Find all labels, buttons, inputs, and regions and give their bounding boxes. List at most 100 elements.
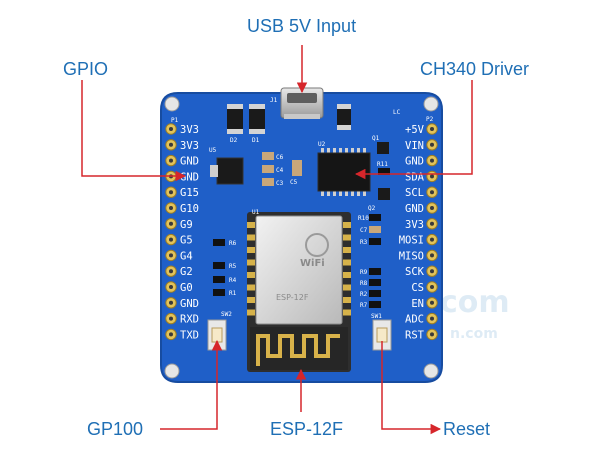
chip-pin bbox=[339, 190, 342, 196]
chip-pin bbox=[327, 148, 330, 154]
module-pad bbox=[343, 259, 351, 266]
module-pad bbox=[247, 234, 255, 241]
header-pad-hole bbox=[169, 237, 173, 242]
mark-p1: P1 bbox=[171, 117, 179, 124]
right-pin-label: MISO bbox=[399, 250, 424, 262]
header-pad-hole bbox=[169, 190, 173, 195]
mark-q1: Q1 bbox=[372, 135, 380, 142]
mark-j1: J1 bbox=[270, 97, 278, 104]
module-model: ESP-12F bbox=[276, 293, 309, 302]
left-pin-label: TXD bbox=[180, 329, 199, 341]
mount-hole bbox=[423, 96, 439, 112]
right-pin-label: GND bbox=[405, 203, 424, 215]
ch340-driver-label: CH340 Driver bbox=[420, 59, 530, 79]
mark-sw1: SW1 bbox=[371, 313, 382, 320]
chip-pin bbox=[321, 190, 324, 196]
header-pad-hole bbox=[169, 285, 173, 289]
header-pad-hole bbox=[169, 142, 173, 147]
left-header bbox=[165, 123, 177, 341]
header-pad-hole bbox=[430, 269, 434, 274]
gp100-callout-line bbox=[160, 339, 223, 430]
mark-c5: C5 bbox=[290, 179, 298, 186]
module-pad bbox=[343, 247, 351, 253]
resistor: R11 bbox=[377, 161, 390, 175]
module-pad bbox=[343, 297, 351, 303]
chip-pin bbox=[333, 190, 336, 196]
left-pin-label: 3V3 bbox=[180, 140, 199, 152]
mark-d2: D2 bbox=[230, 137, 238, 144]
header-pad-hole bbox=[430, 332, 434, 337]
module-pad bbox=[247, 272, 255, 278]
antenna-trace bbox=[256, 334, 340, 366]
module-pad bbox=[343, 272, 351, 278]
mark-r9: R9 bbox=[360, 269, 368, 276]
module-pad bbox=[247, 222, 255, 228]
module-pad bbox=[343, 234, 351, 241]
left-pin-label: G15 bbox=[180, 187, 199, 199]
right-pin-label: MOSI bbox=[399, 235, 424, 247]
right-pin-label: +5V bbox=[405, 124, 425, 136]
left-pin-label: G9 bbox=[180, 219, 193, 231]
header-pad-hole bbox=[169, 221, 173, 226]
header-pad-hole bbox=[169, 332, 173, 337]
right-pin-label: RST bbox=[405, 329, 425, 341]
left-pin-label: RXD bbox=[180, 314, 199, 326]
mark-r6: R6 bbox=[229, 240, 237, 247]
mark-p2: P2 bbox=[426, 116, 434, 123]
header-pad-hole bbox=[430, 127, 434, 131]
mark-r8: R8 bbox=[360, 280, 368, 287]
left-pin-label: G4 bbox=[180, 250, 193, 262]
chip-pin bbox=[357, 148, 360, 154]
header-pad-hole bbox=[430, 174, 434, 179]
mark-r7: R7 bbox=[360, 302, 368, 309]
usb-input-label: USB 5V Input bbox=[247, 16, 357, 36]
right-pin-labels: +5VVINGNDSDASCLGND3V3MOSIMISOSCKCSENADCR… bbox=[399, 124, 425, 341]
right-pin-label: SCK bbox=[405, 266, 425, 278]
mark-c6: C6 bbox=[276, 154, 284, 161]
chip-pin bbox=[351, 148, 354, 154]
header-pad-hole bbox=[430, 300, 434, 305]
gp100-label: GP100 bbox=[87, 419, 144, 439]
mark-r3: R3 bbox=[360, 239, 368, 246]
chip-pin bbox=[321, 148, 324, 154]
usb-connector: J1 bbox=[270, 87, 324, 119]
gpio-callout-line bbox=[81, 80, 187, 182]
transistor-q1: Q1 bbox=[372, 135, 389, 154]
left-pin-label: G2 bbox=[180, 266, 193, 278]
diode-d1: D1 bbox=[249, 104, 265, 144]
mark-c3: C3 bbox=[276, 180, 284, 187]
right-pin-label: SDA bbox=[405, 171, 425, 183]
transistor-q2: Q2 bbox=[368, 188, 390, 212]
right-pin-label: CS bbox=[411, 282, 424, 294]
module-pad bbox=[343, 284, 351, 291]
left-pin-label: GND bbox=[180, 171, 199, 183]
header-pad-hole bbox=[430, 221, 434, 226]
left-pin-label: G0 bbox=[180, 282, 193, 294]
module-pad bbox=[247, 247, 255, 253]
watermark-sub: n.com bbox=[450, 326, 498, 342]
chip-pin bbox=[363, 148, 366, 154]
left-pin-label: GND bbox=[180, 298, 199, 310]
watermark: com n.com bbox=[440, 285, 510, 342]
mark-r1: R1 bbox=[229, 290, 237, 297]
module-pad bbox=[247, 284, 255, 291]
capacitor: C6 C4 C3 C5 bbox=[262, 152, 302, 187]
callout-lines bbox=[81, 45, 473, 435]
header-pad-hole bbox=[430, 142, 434, 147]
esp12f-module: WiFi ESP-12F U1 bbox=[247, 209, 351, 372]
gpio-label: GPIO bbox=[63, 59, 109, 79]
ch340-callout-line bbox=[354, 80, 473, 180]
mark-sw2: SW2 bbox=[221, 311, 232, 318]
left-pin-label: GND bbox=[180, 156, 199, 168]
header-pad-hole bbox=[430, 253, 434, 258]
header-pad-hole bbox=[169, 206, 173, 210]
left-pin-label: 3V3 bbox=[180, 124, 199, 136]
chip-pin bbox=[351, 190, 354, 196]
header-pad-hole bbox=[430, 206, 434, 210]
mark-u5: U5 bbox=[209, 147, 217, 154]
header-pad-hole bbox=[430, 158, 434, 163]
header-pad-hole bbox=[430, 190, 434, 195]
mark-c7: C7 bbox=[360, 227, 368, 234]
right-pin-label: ADC bbox=[405, 314, 424, 326]
